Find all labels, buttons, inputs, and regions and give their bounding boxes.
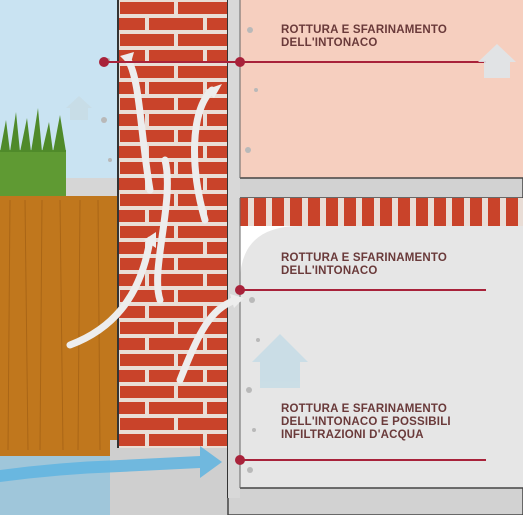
label-line: DELL'INTONACO: [281, 265, 378, 277]
label-line: ROTTURA E SFARINAMENTO: [281, 24, 448, 36]
upper-room: [240, 0, 523, 178]
floor-slab: [227, 177, 523, 199]
lower-room: [240, 226, 523, 488]
label-plaster-damage-upper: ROTTURA E SFARINAMENTO DELL'INTONACO: [281, 24, 511, 50]
house-watermark-icon: [478, 44, 516, 78]
leader-markers: [99, 57, 245, 465]
arrow-heads: [120, 52, 244, 308]
plaster-layer: [228, 0, 240, 498]
label-line: INFILTRAZIONI D'ACQUA: [281, 429, 424, 441]
label-line: DELL'INTONACO E POSSIBILI: [281, 416, 451, 428]
label-line: ROTTURA E SFARINAMENTO: [281, 403, 448, 415]
label-plaster-damage-lower: ROTTURA E SFARINAMENTO DELL'INTONACO E P…: [281, 403, 511, 442]
floor-brick-band: [240, 198, 523, 226]
house-watermark-icon: [252, 334, 308, 388]
house-watermark-icon: [66, 96, 92, 120]
grass: [0, 108, 66, 196]
rising-damp-arrows: [66, 56, 239, 384]
label-line: DELL'INTONACO: [281, 37, 378, 49]
label-plaster-damage-middle: ROTTURA E SFARINAMENTO DELL'INTONACO: [281, 252, 511, 278]
leader-lines: [104, 61, 486, 461]
foundation: [110, 440, 250, 515]
pavement: [65, 178, 118, 198]
water-flow-arrow: [0, 446, 222, 482]
basement-floor: [227, 487, 523, 515]
label-line: ROTTURA E SFARINAMENTO: [281, 252, 448, 264]
